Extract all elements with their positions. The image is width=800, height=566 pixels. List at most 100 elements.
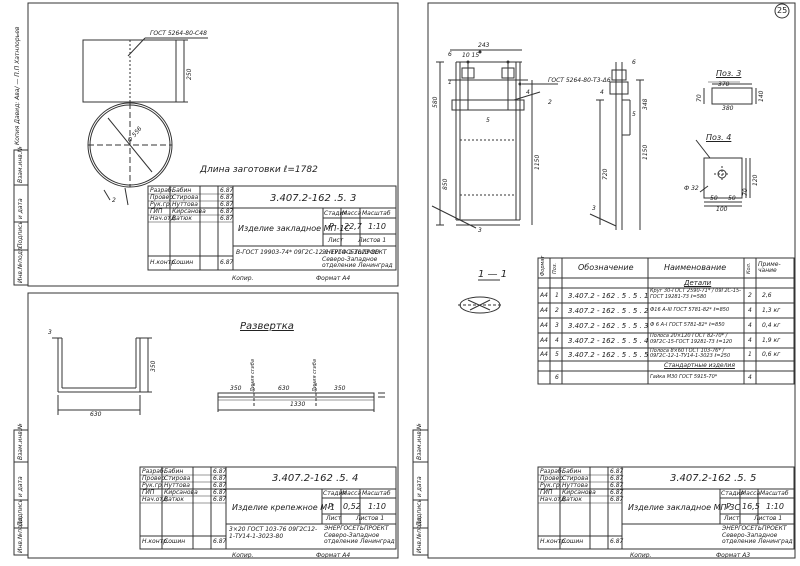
side-label-8: Подпись и дата xyxy=(416,476,423,526)
date-3: 6.87 xyxy=(610,489,624,496)
format-label: Формат А4 xyxy=(316,275,351,282)
label-3b: 3 xyxy=(592,205,596,212)
name-2: Нуттова xyxy=(164,482,190,489)
heading-razvertka: Развертка xyxy=(240,321,294,332)
role-1: Провер. xyxy=(150,194,175,201)
spec-cell-code: 3.407.2 - 162 . 5 . 5 . 1 xyxy=(568,292,649,300)
spec-cell-name: Круг 30-ГОСТ 2590-71* / 09Г2С-15-ГОСТ 19… xyxy=(650,288,741,300)
role-4: Нач.отд. xyxy=(142,496,169,503)
dim-630-b: 630 xyxy=(278,385,290,392)
copy-note: Копия Давид: Ава/ — П.П Хатнлорьев xyxy=(14,26,21,145)
sheets-label: Листов 1 xyxy=(754,515,783,522)
name-3: Кирсанова xyxy=(164,489,198,496)
dim-380: 380 xyxy=(722,105,734,112)
date-4: 6.87 xyxy=(610,496,624,503)
part-title: Изделие крепежное М-1 xyxy=(232,503,336,512)
label-5b: 5 xyxy=(632,111,636,118)
side-label-2: Подпись и дата xyxy=(17,198,24,248)
org: ЭНЕРГОСЕТЬПРОЕКТ Северо-Западное отделен… xyxy=(722,525,793,546)
role-2: Рук.гр. xyxy=(540,482,562,489)
role-1: Провер. xyxy=(142,475,167,482)
spec-cell-name: Ф16 А-III ГОСТ 5781-82* ℓ=850 xyxy=(650,307,730,313)
dim-70b: 70 xyxy=(742,188,749,196)
spec-cell-note: 1,3 кг xyxy=(762,307,781,314)
pos3-label: Поз. 3 xyxy=(716,69,742,78)
dim-720: 720 xyxy=(602,168,609,180)
spec-cell-pos: 2 xyxy=(555,307,559,314)
spec-cell-note: 1,9 кг xyxy=(762,337,781,344)
dim-2: 2 xyxy=(112,197,116,204)
dim-250: 250 xyxy=(186,68,193,80)
date-0: 6.87 xyxy=(213,468,227,475)
dim-580: 580 xyxy=(432,96,439,108)
scale: 1:10 xyxy=(368,222,386,231)
spec-cell-name: Полоса 20×120 ГОСТ 82-70* / 09Г2С-15-ГОС… xyxy=(650,333,733,345)
gost-weld-ref: ГОСТ 5264-80-С48 xyxy=(150,30,207,37)
spec-cell-name: Гайка М30 ГОСТ 5915-70* xyxy=(650,374,718,380)
name-4: Ватюк xyxy=(562,496,582,503)
spec-cell-pos: 4 xyxy=(555,337,559,344)
name-1: Стирова xyxy=(164,475,191,482)
spec-cell-code: 3.407.2 - 162 . 5 . 5 . 2 xyxy=(568,307,649,315)
role-0: Разраб. xyxy=(142,468,166,475)
date-3: 6.87 xyxy=(213,489,227,496)
label-4a: 4 xyxy=(526,89,530,96)
dim-3: 3 xyxy=(48,329,52,336)
spec-cell-pos: 5 xyxy=(555,351,559,358)
role-4: Нач.отд. xyxy=(540,496,567,503)
label-1a: 1 xyxy=(448,79,452,86)
spec-cell-code: 3.407.2 - 162 . 5 . 5 . 5 xyxy=(568,351,649,359)
spec-cell-note: 0,4 кг xyxy=(762,322,781,329)
date-6: 6.87 xyxy=(220,259,234,266)
spec-cell-pos: 1 xyxy=(555,292,559,299)
spec-cell-qty: 4 xyxy=(748,337,752,344)
date-2: 6.87 xyxy=(220,201,234,208)
spec-cell-name: Полоса 8×60 ГОСТ 103-76* / 09Г2С-12-1-ТУ… xyxy=(650,348,731,360)
date-0: 6.87 xyxy=(220,187,234,194)
name-0: Бабин xyxy=(562,468,582,475)
side-label-6: Взам.инв.№ xyxy=(17,423,24,460)
spec-cell-fmt: А4 xyxy=(540,307,548,314)
role-1: Провер. xyxy=(540,475,565,482)
name-0: Бабин xyxy=(164,468,184,475)
part-title: Изделие закладное МП-3С xyxy=(628,503,741,512)
material: 3×20 ГОСТ 103-76 09Г2С12-1-ТУ14-1-3023-8… xyxy=(229,526,318,540)
date-1: 6.87 xyxy=(610,475,624,482)
spec-cell-fmt: А4 xyxy=(540,292,548,299)
spec-cell-pos: 6 xyxy=(555,374,559,381)
dim-d32: Ф 32 xyxy=(684,185,699,192)
head-mass: Масса xyxy=(342,490,362,497)
spec-section-std: Стандартные изделия xyxy=(664,362,735,369)
page-number: 25 xyxy=(777,6,788,15)
label-3a: 3 xyxy=(478,227,482,234)
stage: Р xyxy=(726,502,731,511)
head-stage: Стадия xyxy=(323,490,347,497)
role-3: ГИП xyxy=(142,489,155,496)
pos4-label: Поз. 4 xyxy=(706,133,732,142)
side-label-1: Инв.№подл. xyxy=(17,245,24,283)
head-mass: Масса xyxy=(741,490,761,497)
name-4: Ватюк xyxy=(172,215,192,222)
spec-cell-fmt: А4 xyxy=(540,322,548,329)
role-0: Разраб. xyxy=(540,468,564,475)
dim-370: 370 xyxy=(718,81,730,88)
format-label: Формат А3 xyxy=(716,552,751,559)
scale: 1:10 xyxy=(766,502,784,511)
gost-weld-ref: ГОСТ 5264-80-Т3-Δ6 xyxy=(548,77,611,84)
copy-label: Копир. xyxy=(232,275,254,282)
label-5a: 5 xyxy=(486,117,490,124)
format-label: Формат А4 xyxy=(316,552,351,559)
spec-cell-note: 2,6 xyxy=(762,292,772,299)
spec-head-note: Приме-чание xyxy=(758,261,781,274)
spec-section-parts: Детали xyxy=(684,279,712,287)
name-2: Нуттова xyxy=(172,201,198,208)
label-4b: 4 xyxy=(600,89,604,96)
spec-cell-qty: 4 xyxy=(748,322,752,329)
part-title: Изделие закладное МП-1С xyxy=(238,224,351,233)
length-note: Длина заготовки ℓ=1782 xyxy=(200,165,318,175)
role-3: ГИП xyxy=(150,208,163,215)
date-3: 6.87 xyxy=(220,208,234,215)
spec-cell-name: Ф 6 А-I ГОСТ 5781-82* ℓ=850 xyxy=(650,322,725,328)
spec-head-format: Формат xyxy=(540,255,546,276)
